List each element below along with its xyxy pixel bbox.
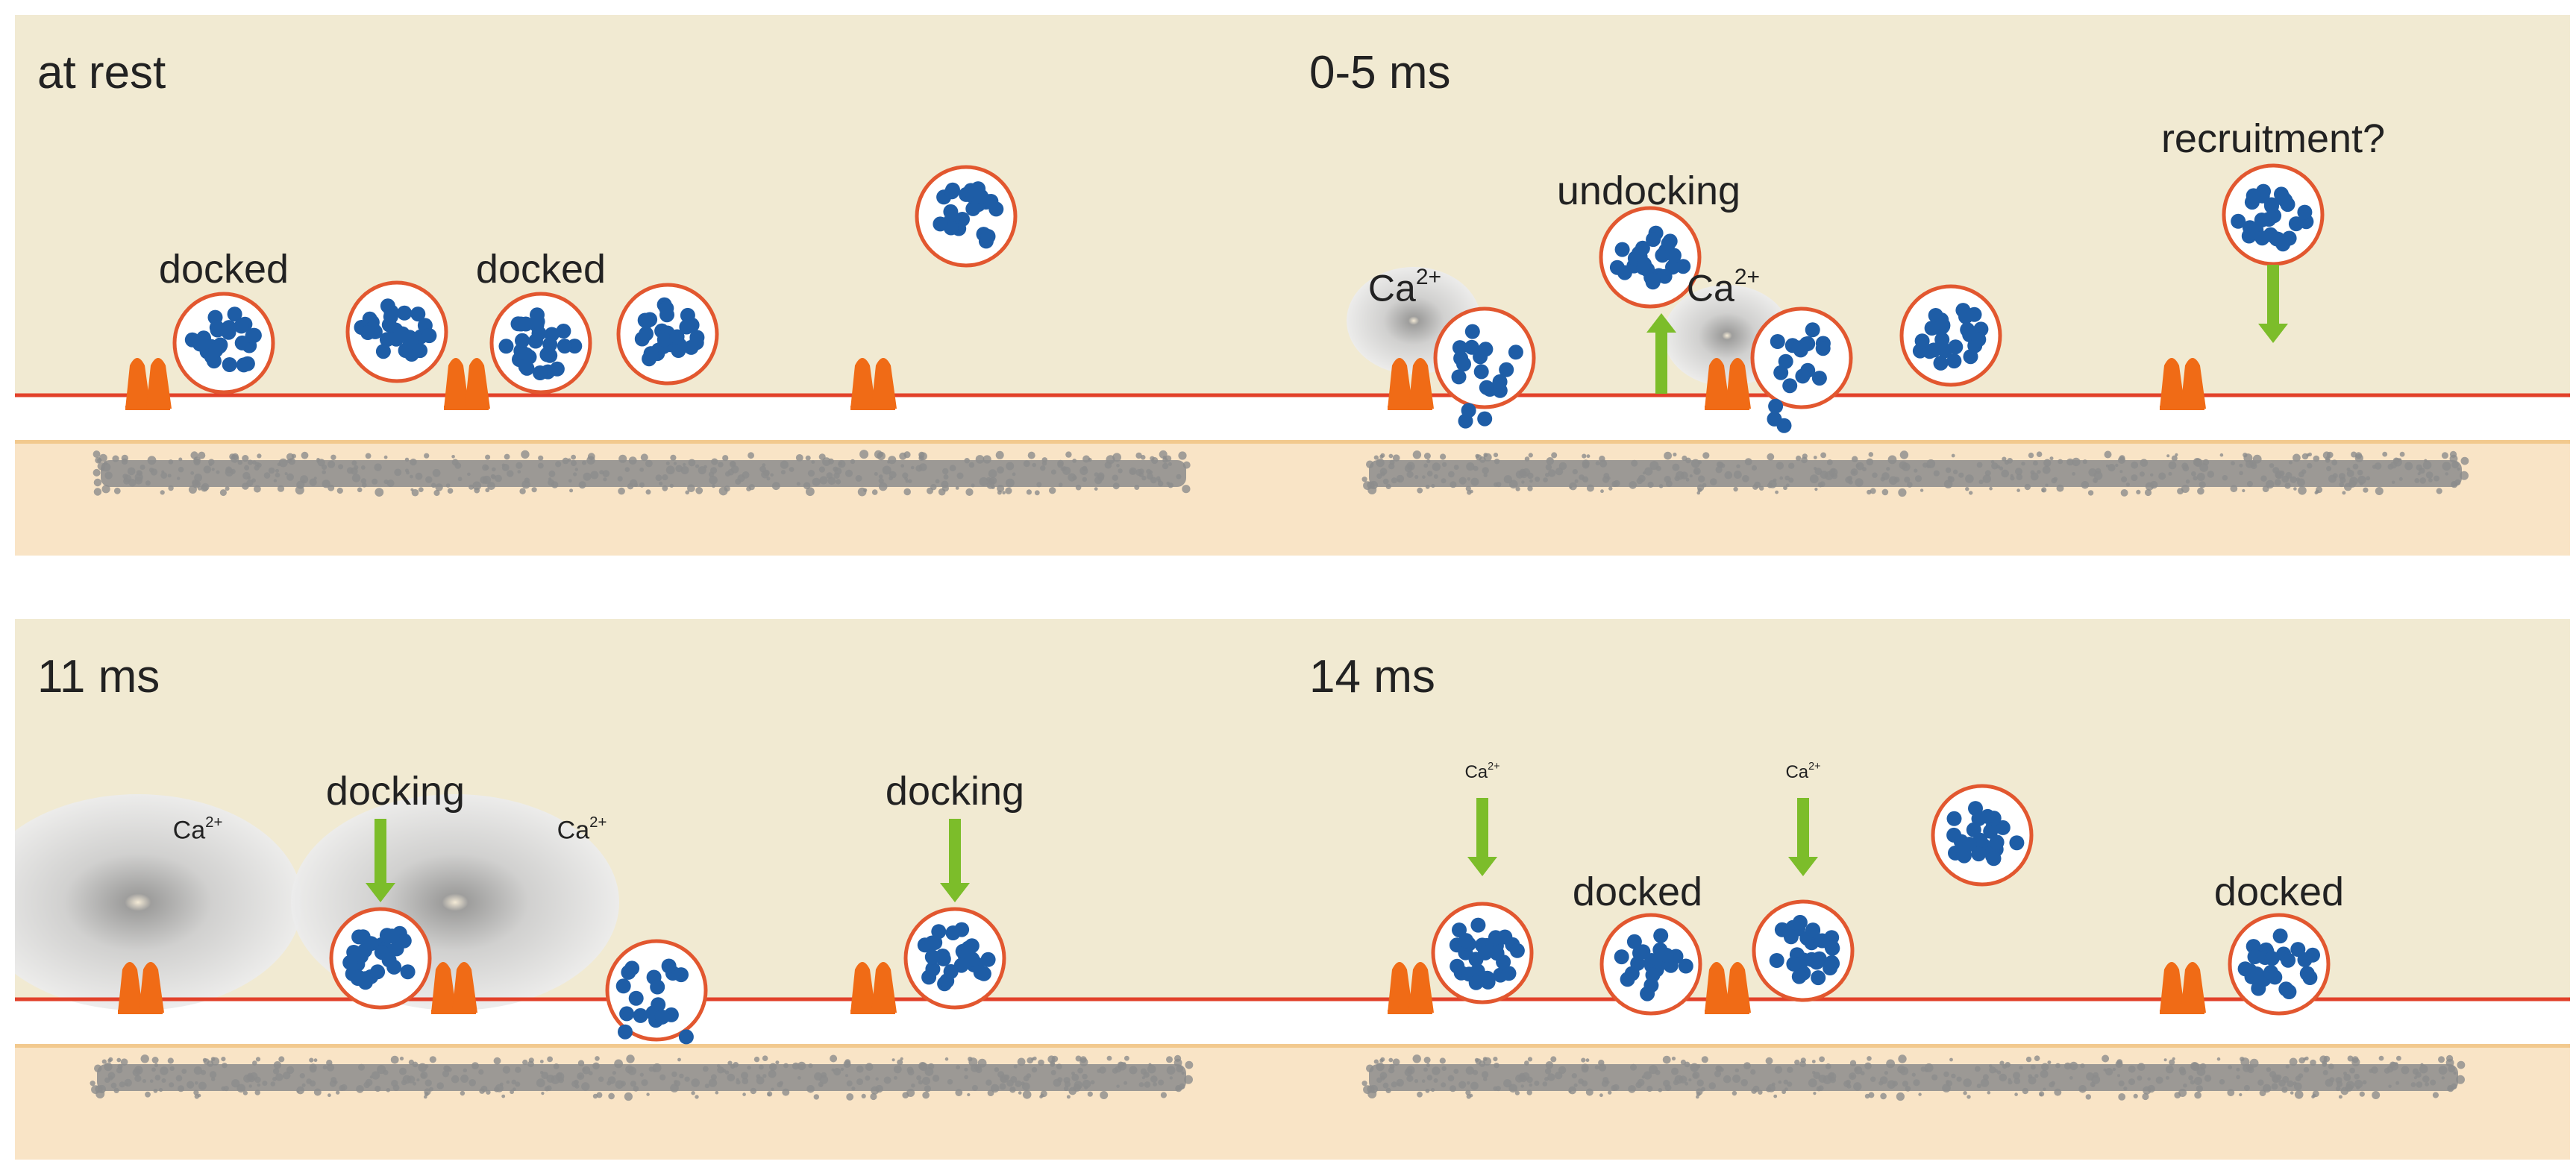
- calcium-label: Ca2+: [1367, 265, 1442, 309]
- calcium-channel: [850, 962, 897, 1014]
- docking-label: docking: [325, 769, 466, 814]
- calcium-channel: [118, 962, 164, 1014]
- synapse-diagram: [15, 15, 1298, 556]
- postsynaptic-density: [1361, 450, 2469, 497]
- up-arrow: [1646, 313, 1676, 394]
- synaptic-cleft: [1287, 999, 2570, 1044]
- calcium-label: Ca2+: [172, 814, 223, 845]
- panel-title: 0-5 ms: [1309, 47, 1451, 98]
- postsynaptic-membrane: [15, 1044, 1298, 1048]
- synaptic-vesicle: [1931, 784, 2034, 887]
- docked-label: docked: [158, 247, 289, 292]
- calcium-channel: [850, 358, 897, 410]
- synaptic-vesicle: [172, 292, 275, 394]
- calcium-channel: [2160, 358, 2206, 410]
- calcium-label: Ca2+: [1686, 265, 1761, 309]
- calcium-label: Ca2+: [1785, 761, 1821, 782]
- postsynaptic-region: [15, 440, 1298, 556]
- fusing-vesicle: [1750, 306, 1853, 433]
- synapse-diagram: [1287, 619, 2570, 1160]
- panel-14-ms: 14 ms Ca2+ Ca2+ docked docked: [1287, 619, 2570, 1160]
- down-arrow: [940, 819, 970, 902]
- recruitment-label: recruitment?: [2160, 116, 2386, 161]
- panel-title: 14 ms: [1309, 651, 1435, 702]
- postsynaptic-density: [90, 1054, 1194, 1101]
- synaptic-vesicle: [345, 280, 448, 383]
- panel-title: 11 ms: [37, 651, 160, 702]
- undocking-label: undocking: [1556, 169, 1741, 213]
- panel-11-ms: 11 ms Ca2+ Ca2+ docking docking: [15, 619, 1298, 1160]
- docking-vesicle: [1752, 899, 1855, 1002]
- docked-label: docked: [475, 247, 607, 292]
- docked-label: docked: [2213, 870, 2345, 914]
- postsynaptic-density: [1361, 1054, 2466, 1101]
- postsynaptic-membrane: [1287, 440, 2570, 444]
- docked-label: docked: [1572, 870, 1703, 914]
- down-arrow: [2258, 265, 2288, 343]
- docked-vesicle: [2228, 913, 2331, 1016]
- calcium-channel: [1705, 358, 1751, 410]
- postsynaptic-membrane: [15, 440, 1298, 444]
- panel-0-5-ms: 0-5 ms Ca2+ Ca2+ undocking recruitment?: [1287, 15, 2570, 556]
- postsynaptic-membrane: [1287, 1044, 2570, 1048]
- calcium-label: Ca2+: [1464, 761, 1500, 782]
- docking-vesicle: [1431, 902, 1534, 1004]
- synaptic-vesicle: [915, 165, 1018, 268]
- fusing-vesicle: [1433, 306, 1536, 429]
- down-arrow: [1788, 798, 1818, 876]
- synaptic-vesicle: [1899, 284, 2002, 387]
- docking-vesicle: [903, 907, 1006, 1010]
- down-arrow: [366, 819, 395, 902]
- calcium-cloud: [15, 794, 302, 1010]
- calcium-label: Ca2+: [557, 814, 607, 845]
- synapse-diagram: [1287, 15, 2570, 556]
- calcium-channel: [1388, 962, 1434, 1014]
- synapse-diagram: [15, 619, 1298, 1160]
- calcium-channel: [1388, 358, 1434, 410]
- synaptic-vesicle: [616, 283, 719, 386]
- calcium-channel: [444, 358, 490, 410]
- down-arrow: [1467, 798, 1497, 876]
- docked-vesicle: [1599, 913, 1702, 1016]
- synaptic-cleft: [15, 395, 1298, 440]
- panel-at-rest: at rest docked docked: [15, 15, 1298, 556]
- docking-vesicle: [329, 907, 432, 1010]
- postsynaptic-density: [93, 450, 1191, 497]
- recruited-vesicle: [2222, 163, 2325, 266]
- synaptic-vesicle: [489, 292, 592, 394]
- calcium-channel: [1705, 962, 1751, 1014]
- calcium-channel: [2160, 962, 2206, 1014]
- fused-vesicle: [605, 939, 708, 1045]
- calcium-channel: [125, 358, 172, 410]
- panel-title: at rest: [37, 47, 166, 98]
- calcium-channel: [431, 962, 477, 1014]
- undocking-vesicle: [1599, 206, 1702, 309]
- docking-label: docking: [885, 769, 1025, 814]
